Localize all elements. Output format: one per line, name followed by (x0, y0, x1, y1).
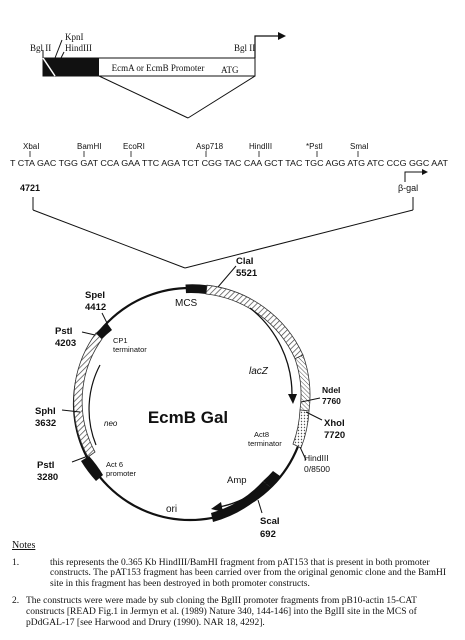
mcs-block (185, 284, 207, 294)
dna-sequence: T CTA GAC TGG GAT CCA GAA TTC AGA TCT CG… (10, 158, 449, 168)
atg-label: ATG (221, 65, 239, 75)
promoter-fragment: EcmA or EcmB Promoter ATG Bgl II KpnI Hi… (30, 32, 286, 119)
xhoi-name: XhoI (324, 418, 345, 429)
hindiii-plasmid-name: HindIII (304, 453, 329, 463)
ndei-name: NdeI (322, 385, 340, 395)
neo-segment (73, 332, 103, 458)
bglii-left-label: Bgl II (30, 43, 51, 53)
funnel-line-left (32, 209, 186, 269)
sphi-position: 3632 (35, 418, 56, 429)
neo-label: neo (104, 419, 118, 428)
bglii-right-label: Bgl II (234, 43, 255, 53)
mcs-site-labels: XbaI BamHI EcoRI Asp718 HindIII *PstI Sm… (23, 142, 369, 151)
expansion-line-right (187, 75, 256, 119)
promoter-label: EcmA or EcmB Promoter (112, 63, 205, 73)
hindiii-plasmid-position: 0/8500 (304, 464, 330, 474)
restriction-site-labels: ClaI 5521 SpeI 4412 PstI 4203 SphI 3632 … (35, 256, 345, 540)
beta-gal-arrow (404, 171, 423, 182)
clai-position: 5521 (236, 268, 258, 279)
act8-terminator-segment (292, 409, 310, 449)
xbai-label: XbaI (23, 142, 39, 151)
hindiii-mcs-label: HindIII (249, 142, 272, 151)
mcs-label: MCS (175, 298, 198, 309)
spei-name: SpeI (85, 290, 105, 301)
spei-position: 4412 (85, 302, 106, 313)
ecori-label: EcoRI (123, 142, 145, 151)
beta-gal-label: β-gal (398, 183, 418, 193)
psti-top-name: PstI (55, 326, 72, 337)
mcs-site-ticks (29, 151, 359, 157)
cp1-terminator-block (96, 323, 112, 339)
ori-label: ori (166, 504, 177, 515)
note-item: 1. this represents the 0.365 Kb HindIII/… (12, 558, 457, 591)
notes-heading: Notes (12, 540, 36, 551)
amp-block (211, 481, 270, 522)
psti-bottom-position: 3280 (37, 472, 58, 483)
act6-promoter-block (81, 456, 103, 481)
lacz-direction-arrow (249, 307, 293, 396)
hindiii-promoter-label: HindIII (65, 43, 92, 53)
amp-label: Amp (227, 475, 247, 486)
psti-mcs-label: *PstI (306, 142, 323, 151)
clai-name: ClaI (236, 256, 253, 267)
psti-bottom-name: PstI (37, 460, 54, 471)
pat153-fragment-block (43, 58, 99, 76)
lacz-segment (205, 284, 304, 360)
asp718-label: Asp718 (196, 142, 224, 151)
note-item: 2. The constructs were were made by sub … (12, 596, 457, 629)
site-ticks (61, 265, 323, 514)
kpni-label: KpnI (65, 32, 84, 42)
amp-direction-arrow (218, 479, 271, 508)
lacz-segment-end (294, 354, 311, 412)
sequence-start-position: 4721 (20, 183, 40, 193)
smai-label: SmaI (350, 142, 369, 151)
mcs-sequence-block: XbaI BamHI EcoRI Asp718 HindIII *PstI Sm… (10, 142, 449, 269)
sphi-name: SphI (35, 406, 56, 417)
notes-section: Notes 1. this represents the 0.365 Kb Hi… (12, 540, 457, 635)
funnel-line-right (184, 209, 414, 269)
plasmid-name: EcmB Gal (148, 408, 228, 427)
note-text: this represents the 0.365 Kb HindIII/Bam… (50, 557, 447, 590)
scai-name: ScaI (260, 516, 280, 527)
xhoi-position: 7720 (324, 430, 345, 441)
expansion-line-left (98, 75, 189, 119)
note-text: The constructs were were made by sub clo… (26, 596, 417, 629)
bamhi-label: BamHI (77, 142, 101, 151)
transcription-arrow (254, 35, 278, 58)
scai-position: 692 (260, 529, 276, 540)
note-number: 2. (12, 596, 20, 607)
neo-direction-arrow (88, 364, 101, 446)
note-number: 1. (12, 557, 20, 568)
ndei-position: 7760 (322, 396, 341, 406)
lacz-label: lacZ (249, 366, 269, 377)
plasmid-map-diagram: EcmA or EcmB Promoter ATG Bgl II KpnI Hi… (10, 32, 449, 540)
psti-top-position: 4203 (55, 338, 76, 349)
